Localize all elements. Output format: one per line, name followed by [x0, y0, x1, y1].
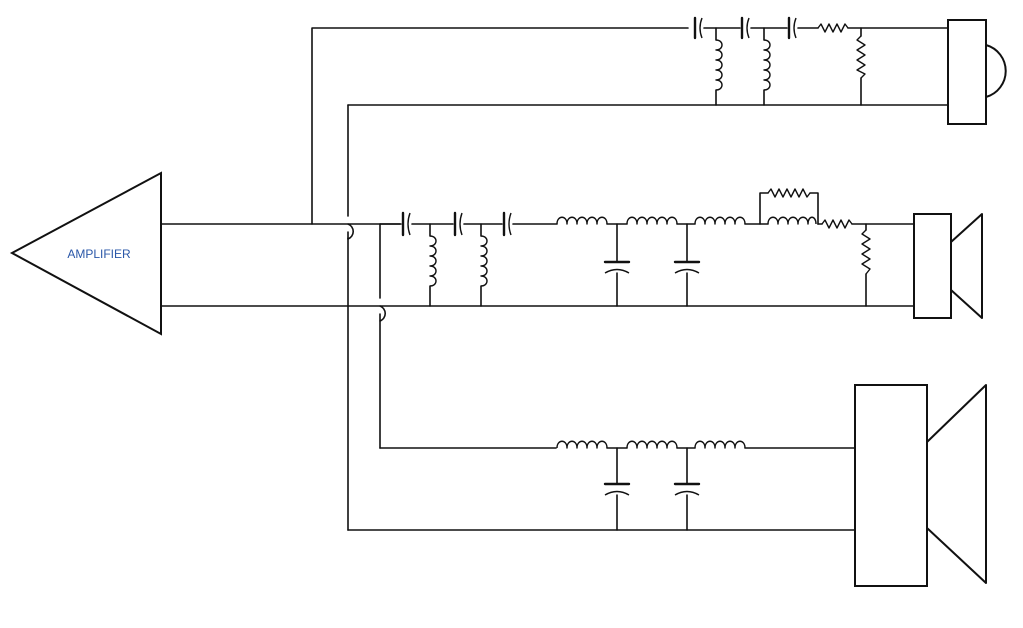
bus-wires [160, 27, 949, 531]
midrange-magnet [913, 213, 952, 319]
tweeter-shunt-resistor [856, 35, 866, 79]
mid-shunt-capacitor-1 [603, 260, 631, 274]
tweeter-series-capacitor-3 [787, 16, 797, 40]
midrange-filter [379, 188, 915, 307]
midrange-cone [950, 213, 983, 319]
tweeter-speaker [947, 19, 1007, 125]
positive-bus-wire [347, 223, 401, 240]
amp-negative-output-wire [160, 305, 386, 322]
tweeter-shunt-inductor-2 [763, 39, 771, 91]
amplifier-label: AMPLIFIER [67, 247, 131, 261]
woofer-magnet [854, 384, 928, 587]
tweeter-series-capacitor-1 [693, 16, 703, 40]
woofer-series-inductor-2 [626, 440, 678, 449]
mid-series-inductor-4 [767, 216, 817, 225]
tweeter-body [947, 19, 987, 125]
mid-series-capacitor-1 [401, 211, 411, 237]
amplifier-triangle [9, 171, 162, 336]
mid-shunt-inductor-2 [480, 235, 488, 287]
mid-shunt-inductor-1 [429, 235, 437, 287]
woofer-series-inductor-3 [694, 440, 746, 449]
mid-shunt-capacitor-2 [673, 260, 701, 274]
tweeter-series-resistor [817, 23, 849, 33]
mid-series-capacitor-3 [502, 211, 512, 237]
woofer-series-inductor-1 [556, 440, 608, 449]
woofer-filter [556, 440, 856, 531]
tweeter-shunt-inductor-1 [715, 39, 723, 91]
amplifier: AMPLIFIER [9, 171, 162, 336]
tweeter-filter [693, 16, 949, 106]
midrange-speaker [913, 213, 983, 319]
positive-feed-tweeter-wire [311, 27, 689, 225]
mid-parallel-wire [759, 192, 819, 225]
amp-positive-output-wire [160, 223, 354, 240]
tweeter-series-capacitor-2 [740, 16, 750, 40]
woofer-shunt-capacitor-1 [603, 482, 631, 496]
woofer-shunt-capacitor-2 [673, 482, 701, 496]
mid-series-resistor [821, 219, 853, 229]
tweeter-dome [985, 44, 1007, 98]
mid-parallel-resistor [767, 188, 811, 198]
mid-series-inductor-1 [556, 216, 608, 225]
mid-series-inductor-3 [694, 216, 746, 225]
woofer-cone [926, 384, 987, 584]
mid-series-capacitor-2 [453, 211, 463, 237]
woofer-speaker [854, 384, 987, 587]
mid-shunt-resistor [861, 229, 871, 275]
mid-series-inductor-2 [626, 216, 678, 225]
